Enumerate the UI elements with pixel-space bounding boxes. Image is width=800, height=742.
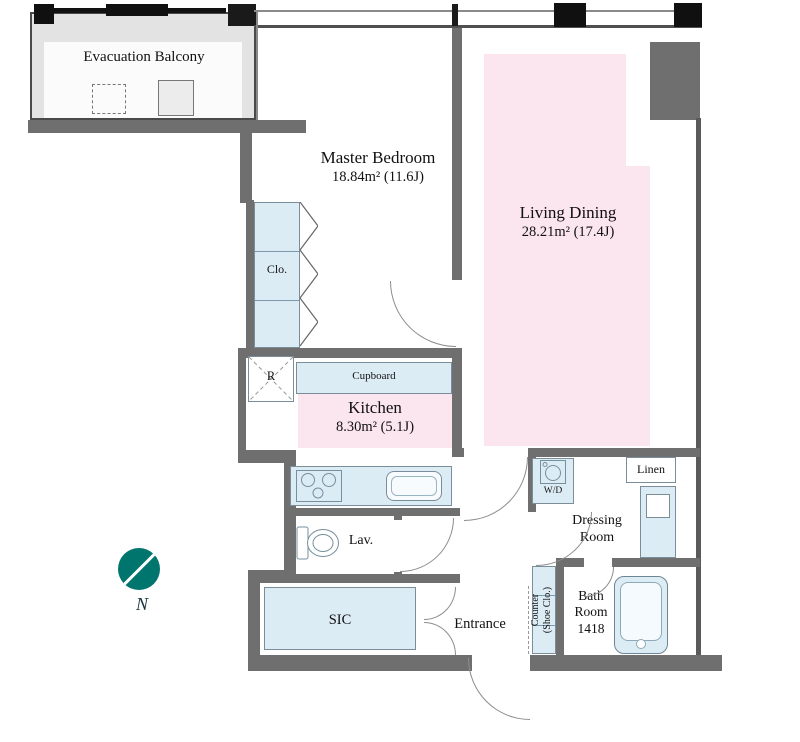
wall (452, 358, 462, 450)
door-arc (468, 658, 530, 720)
kitchen-area: 8.30m² (5.1J) (335, 418, 415, 435)
washer-dryer-label: W/D (543, 486, 563, 496)
linen-label: Linen (637, 462, 665, 476)
wall (248, 655, 472, 671)
cupboard-label: Cupboard (352, 370, 396, 382)
wall (288, 508, 460, 516)
wall (246, 200, 254, 348)
top-glass-line (254, 25, 702, 28)
wall (528, 448, 700, 457)
living-dining-carpet-notch (626, 54, 650, 166)
balcony-edge-line (256, 12, 258, 120)
closet-label: Clo. (266, 262, 288, 276)
shoe-counter-shelf-line (533, 595, 555, 596)
bath-room-size: 1418 (577, 620, 605, 636)
stove-icon (296, 470, 342, 502)
closet-bifold-icon (300, 202, 318, 348)
refrigerator-x-icon (249, 357, 293, 401)
window-frame-mark (554, 3, 586, 27)
balcony-floor (44, 42, 242, 118)
refrigerator-space (248, 356, 294, 402)
bathtub-drain-icon (636, 639, 646, 649)
door-arc (400, 518, 454, 572)
toilet-icon (296, 522, 342, 564)
entrance-step-line (528, 586, 529, 654)
shoe-counter (532, 566, 556, 654)
evacuation-balcony-label: Evacuation Balcony (83, 49, 205, 65)
wall (238, 348, 462, 358)
wall (284, 574, 460, 583)
shoe-counter-shelf-line (533, 625, 555, 626)
window-frame-mark (34, 4, 54, 24)
wall (240, 133, 252, 203)
kitchen-label: Kitchen 8.30m² (5.1J) (298, 398, 452, 436)
shoe-counter-label-line2: (Shoe Clo.) (542, 586, 554, 634)
linen-closet (626, 457, 676, 483)
bathtub-icon (614, 576, 668, 654)
wall (452, 448, 464, 457)
wall (248, 570, 260, 666)
wall (28, 120, 306, 133)
wall (452, 28, 462, 280)
window-frame-mark (106, 4, 168, 16)
balcony-hatch-dashed (92, 84, 126, 114)
sic-label: SIC (328, 612, 352, 628)
top-railing-line (254, 10, 702, 12)
compass-north-icon (118, 548, 160, 590)
wall (394, 508, 402, 520)
kitchen-name: Kitchen (348, 398, 402, 417)
shoe-counter-label: Counter (Shoe Clo.) (530, 565, 558, 655)
compass-north-label: N (135, 594, 148, 614)
window-mullion-mark (452, 4, 458, 26)
sic-floor (264, 587, 416, 650)
living-dining-area: 28.21m² (17.4J) (521, 223, 615, 240)
balcony-hatch-solid (158, 80, 194, 116)
closet-shelf-line (255, 251, 299, 252)
wall (238, 348, 246, 452)
refrigerator-label: R (266, 369, 276, 383)
door-arc (464, 457, 528, 521)
master-bedroom-label: Master Bedroom 18.84m² (11.6J) (292, 148, 464, 186)
shoe-counter-label-line1: Counter (530, 593, 541, 627)
door-arc (390, 281, 456, 347)
wall (612, 558, 700, 567)
washer-dryer-icon (540, 460, 566, 484)
kitchen-sink-icon (386, 471, 442, 501)
master-bedroom-area: 18.84m² (11.6J) (331, 168, 424, 185)
master-bedroom-name: Master Bedroom (320, 148, 436, 167)
cupboard (296, 362, 452, 394)
wall (696, 118, 701, 666)
closet-cells (254, 202, 300, 348)
living-dining-carpet (484, 54, 650, 446)
compass-slash (119, 548, 160, 589)
kitchen-floor (298, 394, 452, 448)
wall (556, 558, 584, 567)
lavatory-label: Lav. (348, 533, 374, 548)
wall (238, 450, 296, 463)
window-frame-mark (228, 4, 256, 26)
living-dining-name: Living Dining (519, 203, 617, 222)
closet-shelf-line (255, 300, 299, 301)
pillar (650, 42, 700, 120)
entrance-label: Entrance (454, 616, 506, 632)
wall (530, 655, 722, 671)
wall (556, 558, 564, 658)
living-dining-label: Living Dining 28.21m² (17.4J) (478, 203, 658, 241)
window-frame-mark (674, 3, 702, 27)
vanity-sink-icon (646, 494, 670, 518)
